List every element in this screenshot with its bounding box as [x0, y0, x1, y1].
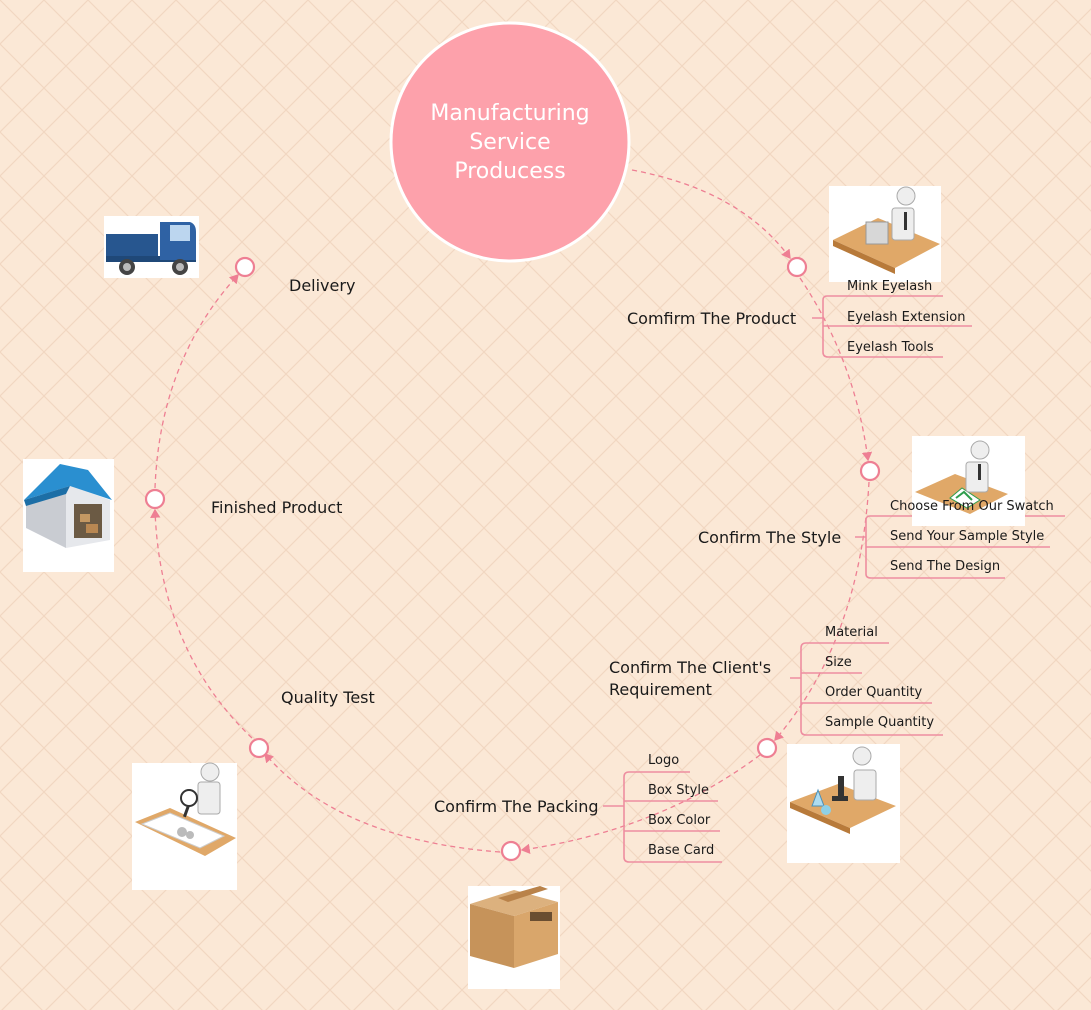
requirement-item: Material	[825, 625, 878, 640]
node-packing	[500, 840, 522, 862]
step-confirm-packing: Confirm The Packing	[434, 797, 599, 816]
node-style	[859, 460, 881, 482]
style-item: Send The Design	[890, 559, 1001, 574]
arc-packing-to-quality	[264, 753, 501, 853]
style-branch-lines	[855, 515, 1065, 579]
node-requirement	[756, 737, 778, 759]
product-branch-lines	[812, 295, 972, 358]
node-finished	[144, 488, 166, 510]
requirement-branch-lines	[790, 642, 943, 736]
requirement-item: Size	[825, 655, 852, 670]
node-quality	[248, 737, 270, 759]
arc-finished-to-delivery	[154, 274, 239, 489]
packing-item: Box Style	[648, 783, 709, 798]
warehouse-icon	[23, 459, 114, 572]
lab-microscope-icon	[787, 744, 900, 863]
style-item: Choose From Our Swatch	[890, 499, 1054, 514]
step-confirm-product: Comfirm The Product	[627, 309, 797, 328]
requirement-item: Sample Quantity	[825, 715, 935, 730]
truck-icon	[104, 216, 199, 278]
step-finished-product: Finished Product	[211, 498, 343, 517]
designer-icon	[912, 436, 1025, 526]
node-product	[786, 256, 808, 278]
center-title: Manufacturing Service Producess	[430, 100, 590, 184]
packing-item: Base Card	[648, 843, 715, 858]
inspection-icon	[132, 762, 237, 890]
requirement-item: Order Quantity	[825, 685, 923, 700]
step-confirm-requirement: Confirm The Client's Requirement	[609, 658, 772, 699]
step-delivery: Delivery	[289, 276, 356, 295]
style-item: Send Your Sample Style	[890, 529, 1045, 544]
product-item: Mink Eyelash	[847, 279, 933, 294]
arc-quality-to-finished	[150, 508, 253, 739]
node-delivery	[234, 256, 256, 278]
product-item: Eyelash Extension	[847, 310, 966, 325]
product-item: Eyelash Tools	[847, 340, 934, 355]
cardboard-box-icon	[468, 886, 560, 989]
arc-style-to-packing-a	[774, 481, 870, 741]
arc-requirement-to-packing	[520, 754, 761, 855]
packing-branch-lines	[603, 771, 722, 863]
packing-item: Logo	[648, 753, 680, 768]
center-circle	[389, 21, 631, 263]
packing-item: Box Color	[648, 813, 711, 828]
arc-product-to-style	[799, 277, 873, 462]
step-confirm-style: Confirm The Style	[698, 528, 842, 547]
computer-worker-icon	[829, 186, 941, 282]
arc-center-to-product	[631, 169, 791, 260]
step-quality-test: Quality Test	[281, 688, 375, 707]
